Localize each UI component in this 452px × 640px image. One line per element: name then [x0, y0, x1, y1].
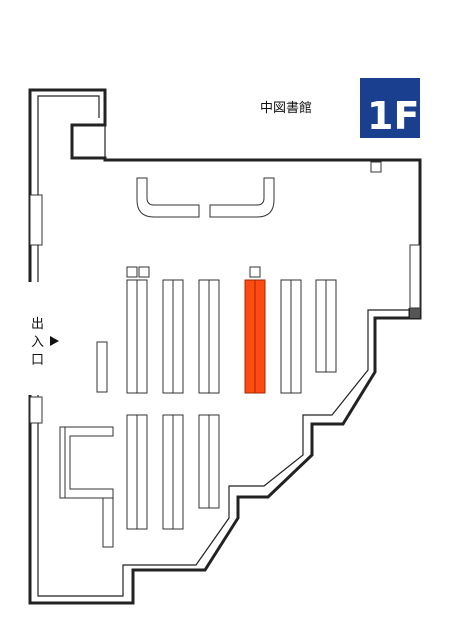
wall-right-inner [37, 309, 410, 597]
triangle-right-icon [50, 336, 59, 346]
wall-left-inner [37, 95, 100, 282]
wall-right [28, 316, 420, 605]
floor-badge-background [360, 78, 420, 138]
counter-left [136, 177, 200, 218]
entrance-label: 出 入 口 [31, 317, 59, 368]
left-wall-panel-lower [29, 396, 43, 424]
upper-shelf-row [126, 279, 337, 394]
entrance-char-3: 口 [31, 353, 44, 368]
small-box-3 [249, 266, 261, 278]
entrance-char-1: 出 [31, 317, 44, 332]
lower-shelf-row [126, 414, 220, 530]
counter-right [209, 177, 275, 218]
shelf-entrance-side [96, 341, 108, 393]
shelf-lower-left-e [59, 426, 114, 499]
entrance-char-2: 入 [31, 335, 44, 350]
shelf-lower-left-stub [102, 497, 114, 548]
right-wall-panel [409, 244, 421, 309]
floor-badge: 1F [360, 78, 420, 138]
building-name: 中図書館 [260, 101, 312, 116]
wall-nook [71, 124, 106, 159]
left-wall-panel-upper [29, 194, 43, 246]
small-box-2 [138, 266, 150, 278]
small-box-1 [126, 266, 138, 278]
floor-badge-label: 1F [367, 94, 419, 138]
wall-corner-block [410, 308, 420, 318]
top-right-post [370, 161, 382, 173]
outer-walls [28, 88, 422, 605]
